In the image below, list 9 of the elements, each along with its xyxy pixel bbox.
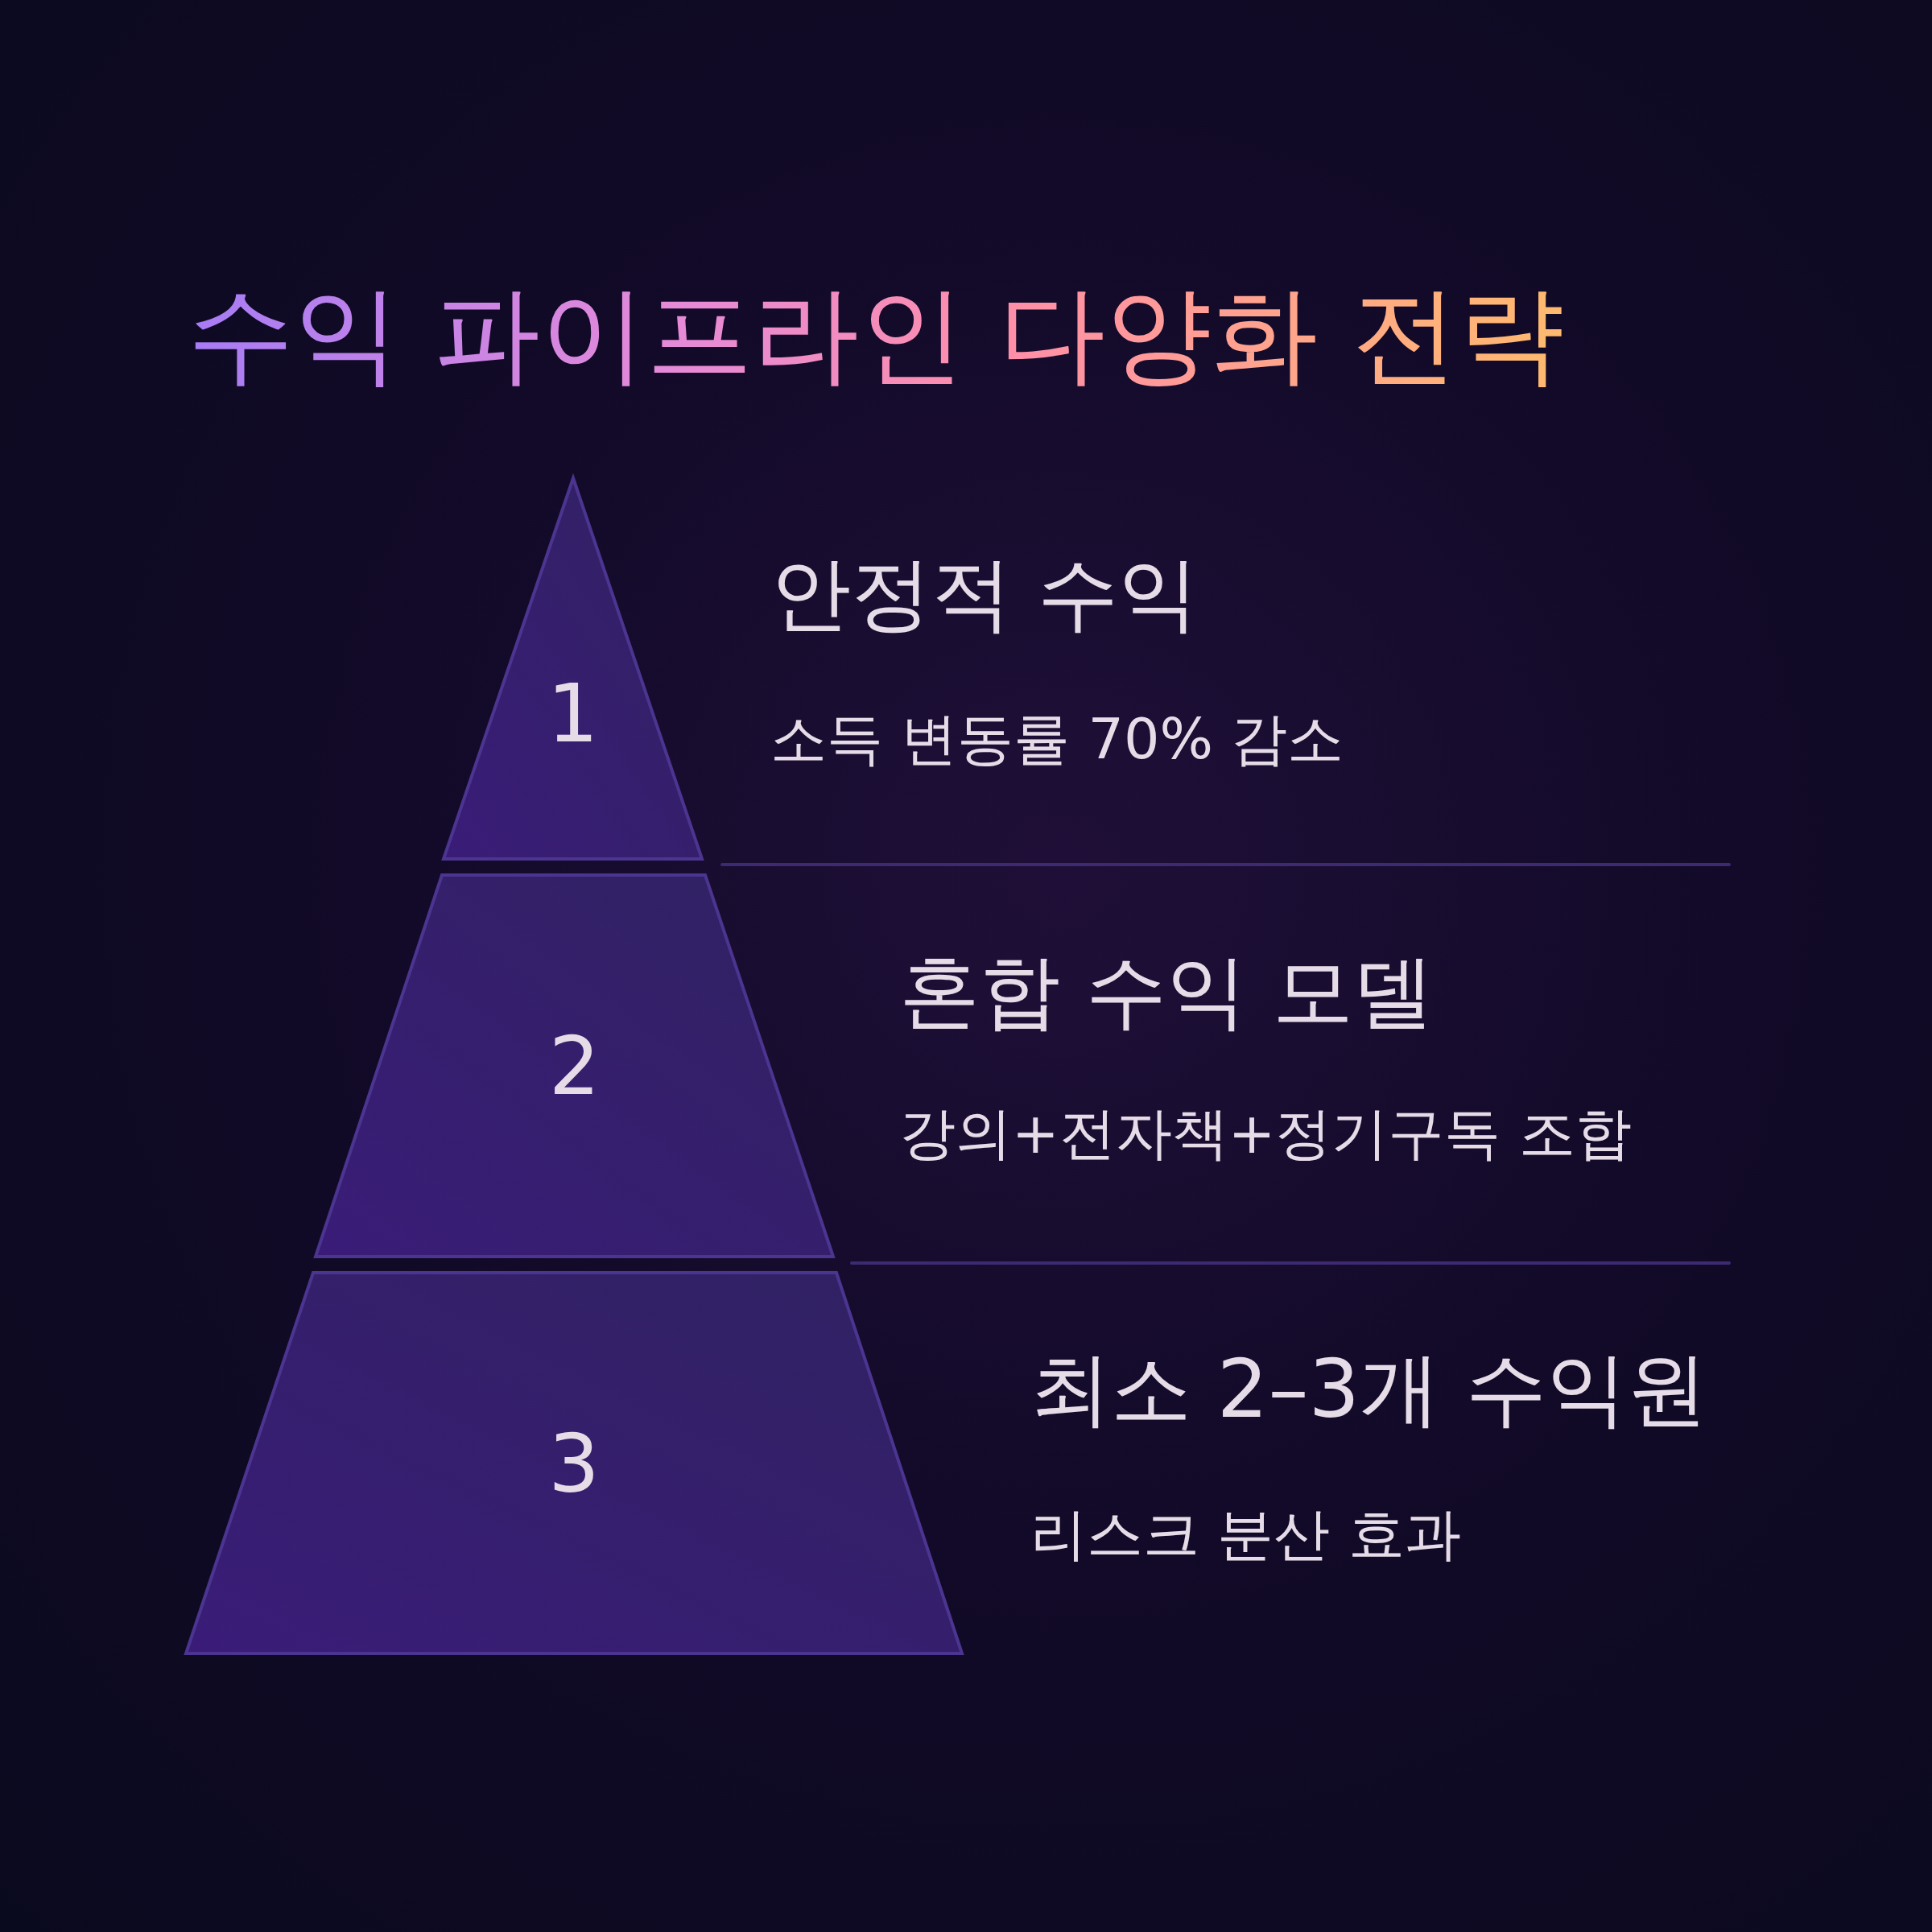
- tier-description: 리스크 분산 효과: [1030, 1501, 1461, 1569]
- tier-heading: 안정적 수익: [770, 546, 1199, 642]
- tier-number: 2: [548, 1022, 601, 1111]
- tier-heading: 최소 2–3개 수익원: [1030, 1341, 1707, 1438]
- tier-heading: 혼합 수익 모델: [899, 943, 1434, 1040]
- tier-number: 3: [548, 1420, 600, 1509]
- tier-number: 1: [547, 670, 599, 758]
- tier-description: 소득 변동률 70% 감소: [770, 705, 1344, 774]
- tier-description: 강의+전자책+정기구독 조합: [899, 1100, 1632, 1168]
